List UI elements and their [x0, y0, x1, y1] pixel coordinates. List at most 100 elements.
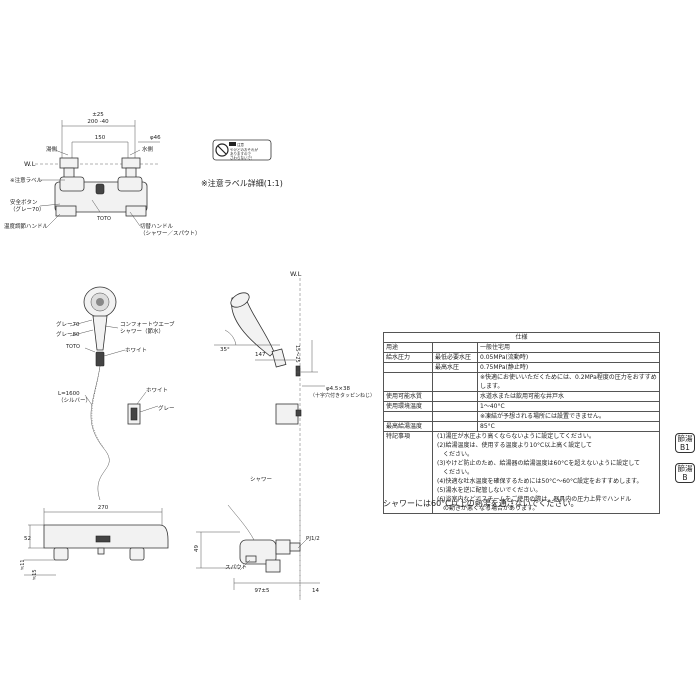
- spec-cell-c2: [432, 421, 478, 432]
- dim-15: ≒15: [32, 569, 38, 580]
- spec-cell-c3: 0.05MPa(流動時): [477, 352, 660, 363]
- spec-note-row: の動きが悪くなる場合があります。: [383, 504, 660, 514]
- spec-note-header: [383, 441, 433, 450]
- eco-badge-b: 節湯 B: [675, 463, 695, 483]
- caution-label-detail: 注意 やけどのおそれが ありますので さわらないで！ ※注意ラベル詳細(1:1): [201, 139, 283, 188]
- caution-line2: ありますので: [230, 151, 251, 156]
- spec-title: 仕様: [383, 332, 660, 343]
- spec-note: (4)快適な吐水温度を確保するためには50°C〜60°C設定をおすすめします。: [432, 477, 660, 486]
- badge-b-line1: 節湯: [677, 464, 693, 473]
- spec-cell-c1: 使用可能水質: [383, 391, 433, 402]
- spec-row: ※快適にお使いいただくためには、0.2MPa程度の圧力をおすすめします。: [383, 372, 660, 392]
- spec-cell-c1: 使用環境温度: [383, 401, 433, 412]
- badge-b1-line1: 節湯: [677, 434, 693, 443]
- spec-note: ください。: [432, 468, 660, 477]
- spec-note-row: 特記事項(1)湯圧が水圧より高くならないように設定してください。: [383, 431, 660, 441]
- spec-note-row: (2)給湯温度は、使用する温度より10°C以上高く設定して: [383, 441, 660, 450]
- toto-brand: TOTO: [96, 216, 111, 222]
- bottom-side-view: シャワー スパウト 49 PJ1/2 97±5 14: [194, 476, 320, 600]
- dim-range: 200 -40: [87, 119, 109, 125]
- comfort-wave-sub: シャワー（節水）: [120, 327, 164, 335]
- spec-note-row: (5)湯水を逆に配管しないでください。: [383, 486, 660, 495]
- hot-water-warning: シャワーには60°C以上の熱湯を通さないでください。: [383, 499, 579, 508]
- spec-cell-c1: [383, 372, 433, 392]
- side-holder: [275, 403, 299, 425]
- side-wl: W.L: [290, 270, 302, 278]
- dim-phi46: φ46: [150, 135, 161, 141]
- caution-heading: 注意: [237, 142, 244, 147]
- hot-fitting: [59, 157, 79, 169]
- spec-title-row: 仕様: [383, 332, 660, 343]
- spec-cell-c3: 水道水または飲用可能な井戸水: [477, 391, 660, 402]
- dim-52: 52: [24, 536, 31, 542]
- spec-note-header: [383, 450, 433, 459]
- screw-label: φ4.5×38: [326, 386, 350, 392]
- spec-note-row: (3)やけど防止のため、給湯器の給湯温度は60°Cを超えないように設定して: [383, 459, 660, 468]
- angle-dim: 35°: [220, 347, 230, 353]
- spec-cell-c1: 給水圧力: [383, 352, 433, 363]
- hose-length: L=1600: [58, 391, 80, 397]
- caution-line1: やけどのおそれが: [230, 147, 258, 152]
- spec-cell-c3: ※快適にお使いいただくためには、0.2MPa程度の圧力をおすすめします。: [477, 372, 660, 392]
- white-label-2: ホワイト: [146, 387, 168, 394]
- spec-note-header: [383, 477, 433, 486]
- screw-note: （十字穴付きタッピンねじ）: [310, 392, 375, 399]
- spec-cell-c2: [432, 342, 478, 353]
- temp-handle-label: 温度調節ハンドル: [4, 222, 49, 230]
- dim-150: 150: [95, 135, 106, 141]
- spec-row: 使用可能水質 水道水または飲用可能な井戸水: [383, 391, 660, 402]
- gray-label: グレー: [158, 404, 175, 412]
- spout-outlet: スパウト: [225, 563, 247, 571]
- spec-cell-c2: [432, 391, 478, 402]
- badge-b-line2: B: [682, 473, 688, 482]
- caution-label-callout: ※注意ラベル: [10, 176, 43, 184]
- dim-adjust: ±25: [92, 112, 104, 118]
- switch-handle-sub: （シャワー／スパウト）: [140, 229, 201, 237]
- hot-side-label: 湯側: [46, 145, 58, 153]
- safety-button-mark: [95, 183, 105, 195]
- spec-note-row: (4)快適な吐水温度を確保するためには50°C〜60°C設定をおすすめします。: [383, 477, 660, 486]
- spec-row: ※凍結が予想される場所には設置できません。: [383, 411, 660, 422]
- spec-cell-c3: 85°C: [477, 421, 660, 432]
- spec-note-header: [383, 459, 433, 468]
- hose-color: （シルバー）: [58, 397, 91, 404]
- spec-cell-c1: [383, 362, 433, 373]
- spec-cell-c3: 1〜40°C: [477, 401, 660, 412]
- spec-note: の動きが悪くなる場合があります。: [432, 504, 660, 514]
- eco-badge-b1: 節湯 B1: [675, 433, 695, 453]
- cold-side-label: 水側: [142, 145, 154, 153]
- spec-cell-c1: 用途: [383, 342, 433, 353]
- top-view: ±25 200 -40 150 φ46 湯側 水側 W.L ※注意ラベル 安全ボ…: [4, 112, 201, 237]
- safety-button-label: 安全ボタン: [10, 198, 38, 206]
- spec-note: ください。: [432, 450, 660, 459]
- gray70-label: グレー70: [56, 320, 80, 328]
- white-label-1: ホワイト: [125, 347, 147, 354]
- shower-outlet: シャワー: [250, 476, 272, 483]
- dim-15-25: 15〜25: [294, 345, 300, 363]
- spec-note-header: [383, 486, 433, 495]
- spec-cell-c2: [432, 401, 478, 412]
- cold-fitting: [121, 157, 141, 169]
- shower-toto: TOTO: [65, 344, 80, 350]
- spec-note: (2)給湯温度は、使用する温度より10°C以上高く設定して: [432, 441, 660, 450]
- safety-button-color: （グレー70）: [10, 205, 45, 213]
- badge-b1-line2: B1: [680, 443, 690, 452]
- label-detail-title: ※注意ラベル詳細(1:1): [201, 178, 283, 188]
- dim-14: 14: [312, 588, 319, 594]
- spec-cell-c3: 一般住宅用: [477, 342, 660, 353]
- spec-cell-c3: ※凍結が予想される場所には設置できません。: [477, 411, 660, 422]
- spec-note: (3)やけど防止のため、給湯器の給湯温度は60°Cを超えないように設定して: [432, 459, 660, 468]
- spec-note: (6)浴室内などでスチームをご使用の際は、器具内の圧力上昇でハンドル: [432, 495, 660, 504]
- spec-note-row: ください。: [383, 450, 660, 459]
- dim-49: 49: [194, 545, 200, 552]
- spec-row: 用途 一般住宅用: [383, 342, 660, 353]
- dim-97: 97±5: [254, 588, 270, 594]
- spec-note: (1)湯圧が水圧より高くならないように設定してください。: [432, 431, 660, 441]
- spec-cell-c2: [432, 372, 478, 392]
- spec-note-header: 特記事項: [383, 431, 433, 441]
- spec-cell-c2: [432, 411, 478, 422]
